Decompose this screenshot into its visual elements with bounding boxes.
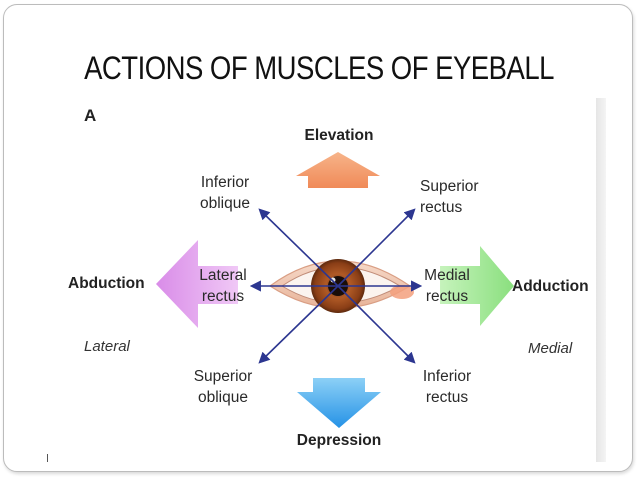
figure-tick [47,454,48,462]
line-inferior-oblique [258,208,339,287]
abduction-arrow [156,240,238,328]
label-superior-rectus: Superior rectus [420,178,479,216]
caruncle [390,285,414,299]
action-adduction: Adduction [512,278,589,295]
label-lateral-rectus: Lateral rectus [199,267,247,305]
action-elevation: Elevation [304,127,374,144]
adduction-arrow [440,246,514,326]
elevation-arrow [296,152,380,188]
action-depression: Depression [296,432,382,449]
side-lateral: Lateral [84,338,130,355]
label-superior-oblique: Superior oblique [193,368,253,406]
line-inferior-rectus [337,285,416,364]
action-abduction: Abduction [68,275,145,292]
slide-title: ACTIONS OF MUSCLES OF EYEBALL [84,50,554,86]
panel-label: A [84,106,97,125]
label-inferior-oblique: Inferior oblique [200,174,250,212]
label-medial-rectus: Medial rectus [424,267,470,305]
figure-edge [596,98,606,462]
line-superior-oblique [258,285,339,364]
depression-arrow [297,378,381,428]
label-inferior-rectus: Inferior rectus [422,368,472,406]
side-medial: Medial [528,340,573,357]
line-superior-rectus [337,208,416,287]
